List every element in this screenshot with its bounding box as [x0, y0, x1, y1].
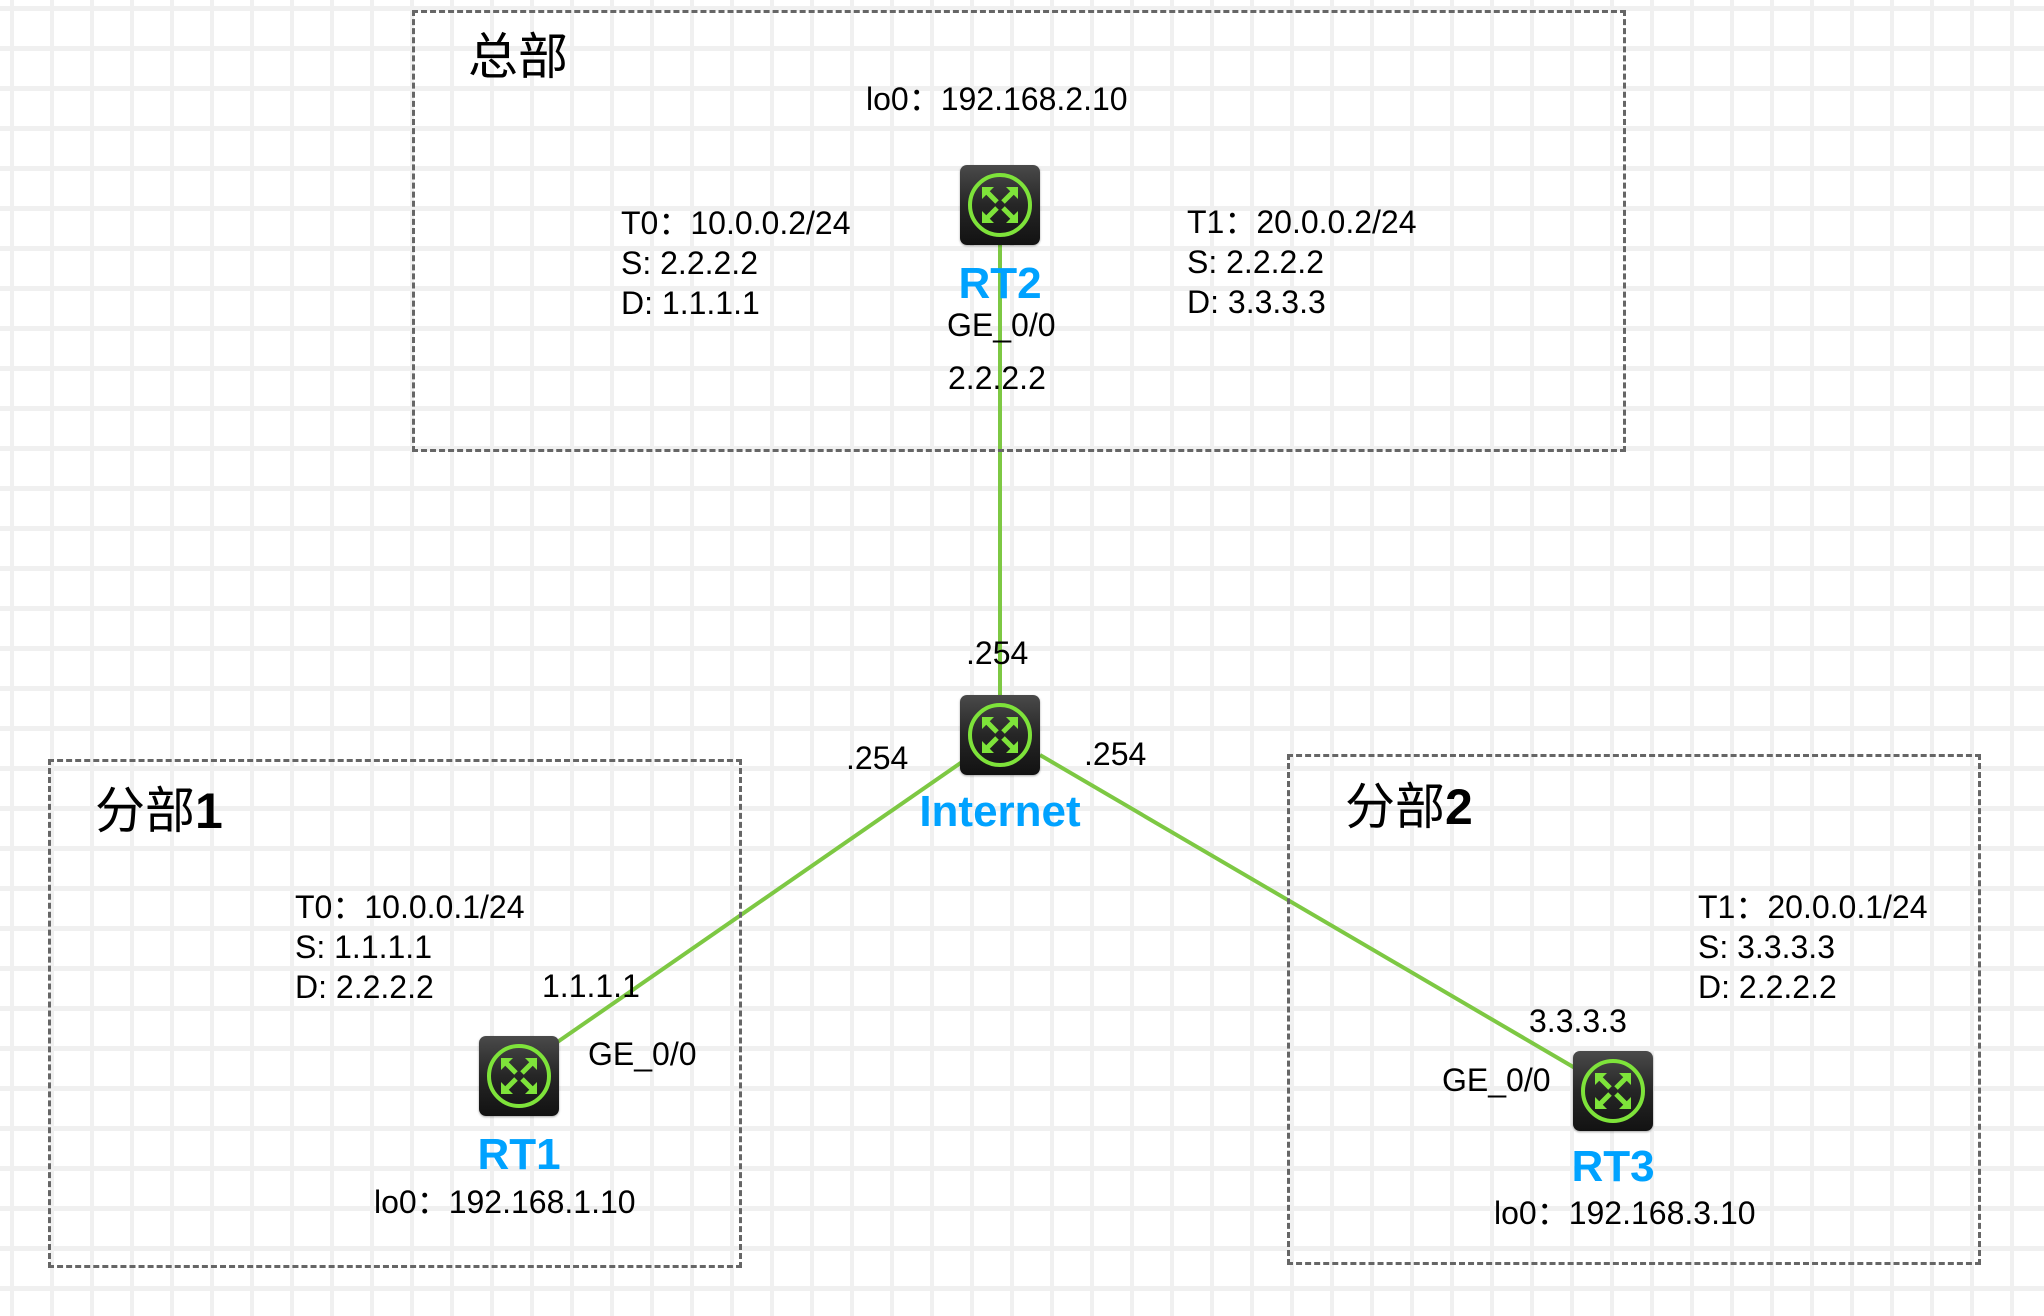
- internet-port-left-label: .254: [846, 740, 909, 776]
- zone-branch1[interactable]: [48, 759, 742, 1268]
- rt2-loopback-label: lo0：192.168.2.10: [866, 81, 1128, 117]
- router-rt2[interactable]: [960, 165, 1040, 245]
- rt3-tunnel-t1-info: T1：20.0.0.1/24 S: 3.3.3.3 D: 2.2.2.2: [1698, 887, 1928, 1007]
- zone-branch2-title-number: 2: [1445, 779, 1473, 835]
- rt1-tunnel-t0-info: T0：10.0.0.1/24 S: 1.1.1.1 D: 2.2.2.2: [295, 887, 525, 1007]
- link-rt1-internet[interactable]: [554, 760, 964, 1045]
- router-rt1[interactable]: [479, 1036, 559, 1116]
- rt3-loopback-label: lo0：192.168.3.10: [1494, 1195, 1756, 1231]
- router-icon: [968, 173, 1032, 237]
- tunnel-header: T0：10.0.0.2/24: [621, 205, 851, 241]
- zone-hq[interactable]: [412, 10, 1626, 452]
- rt3-interface-label: GE_0/0: [1442, 1062, 1551, 1098]
- link-rt3-internet[interactable]: [1038, 753, 1577, 1070]
- rt3-interface-ip-label: 3.3.3.3: [1529, 1003, 1627, 1039]
- router-rt3[interactable]: [1573, 1051, 1653, 1131]
- rt2-interface-label: GE_0/0: [947, 307, 1056, 343]
- device-name-rt3: RT3: [1571, 1142, 1655, 1191]
- tunnel-header: T0：10.0.0.1/24: [295, 889, 525, 925]
- internet-port-top-label: .254: [966, 635, 1029, 671]
- internet-port-right-label: .254: [1084, 736, 1147, 772]
- zone-branch2-title: 分部2: [1345, 782, 1473, 832]
- zone-branch2[interactable]: [1287, 754, 1981, 1265]
- zone-hq-title: 总部: [468, 32, 568, 82]
- zone-branch1-title-text: 分部: [95, 782, 195, 840]
- tunnel-destination: D: 3.3.3.3: [1187, 284, 1326, 320]
- tunnel-source: S: 1.1.1.1: [295, 929, 432, 965]
- tunnel-destination: D: 2.2.2.2: [295, 969, 434, 1005]
- rt2-tunnel-t0-info: T0：10.0.0.2/24 S: 2.2.2.2 D: 1.1.1.1: [621, 203, 851, 323]
- tunnel-destination: D: 2.2.2.2: [1698, 969, 1837, 1005]
- device-name-rt2: RT2: [958, 259, 1042, 308]
- zone-branch1-title-number: 1: [195, 783, 223, 839]
- rt2-tunnel-t1-info: T1：20.0.0.2/24 S: 2.2.2.2 D: 3.3.3.3: [1187, 202, 1417, 322]
- rt2-interface-ip-label: 2.2.2.2: [948, 360, 1046, 396]
- zone-branch2-title-text: 分部: [1345, 778, 1445, 836]
- tunnel-header: T1：20.0.0.2/24: [1187, 204, 1417, 240]
- router-icon: [968, 703, 1032, 767]
- device-name-internet: Internet: [919, 787, 1081, 836]
- zone-branch1-title: 分部1: [95, 786, 223, 836]
- tunnel-source: S: 2.2.2.2: [1187, 244, 1324, 280]
- router-icon: [1581, 1059, 1645, 1123]
- device-name-rt1: RT1: [477, 1130, 561, 1179]
- tunnel-source: S: 3.3.3.3: [1698, 929, 1835, 965]
- rt1-interface-label: GE_0/0: [588, 1036, 697, 1072]
- zone-hq-title-text: 总部: [468, 28, 568, 86]
- router-icon: [487, 1044, 551, 1108]
- tunnel-destination: D: 1.1.1.1: [621, 285, 760, 321]
- tunnel-header: T1：20.0.0.1/24: [1698, 889, 1928, 925]
- tunnel-source: S: 2.2.2.2: [621, 245, 758, 281]
- router-internet[interactable]: [960, 695, 1040, 775]
- rt1-loopback-label: lo0：192.168.1.10: [374, 1184, 636, 1220]
- rt1-interface-ip-label: 1.1.1.1: [542, 968, 640, 1004]
